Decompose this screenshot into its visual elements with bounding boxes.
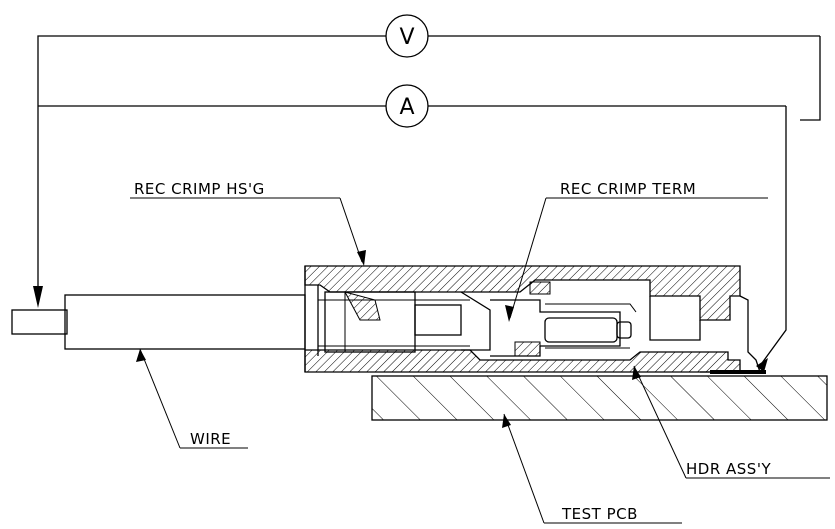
label-rec-crimp-hsg: REC CRIMP HS'G	[130, 180, 366, 266]
label-hdr-assy: HDR ASS'Y	[632, 365, 830, 479]
label-wire: WIRE	[136, 348, 248, 449]
label-test-pcb: TEST PCB	[502, 413, 682, 524]
ammeter-label: A	[399, 95, 414, 120]
label-test-pcb-text: TEST PCB	[561, 505, 638, 523]
probe-arrow-hdr	[756, 358, 768, 372]
voltmeter-label: V	[399, 25, 414, 50]
probe-arrow-wire	[33, 286, 43, 308]
wire-body	[11, 294, 306, 350]
label-hdr-assy-text: HDR ASS'Y	[686, 460, 771, 478]
ammeter-icon: A	[385, 84, 429, 128]
voltmeter-right-lead	[800, 36, 821, 121]
rec-crimp-housing	[304, 265, 766, 374]
ammeter-circuit	[38, 105, 787, 364]
label-rec-crimp-term-text: REC CRIMP TERM	[560, 180, 696, 198]
arrow-rec-crimp-term	[505, 305, 514, 322]
label-rec-crimp-hsg-text: REC CRIMP HS'G	[134, 180, 265, 198]
label-wire-text: WIRE	[190, 430, 231, 448]
arrow-hdr-assy	[632, 366, 641, 380]
label-rec-crimp-term: REC CRIMP TERM	[505, 180, 768, 322]
test-pcb-body	[371, 375, 828, 421]
arrow-test-pcb	[502, 414, 511, 428]
voltmeter-circuit	[37, 35, 821, 286]
arrow-wire	[136, 349, 146, 362]
ammeter-right-lead	[761, 106, 787, 364]
voltmeter-icon: V	[385, 14, 429, 58]
arrow-rec-crimp-hsg	[357, 250, 366, 266]
